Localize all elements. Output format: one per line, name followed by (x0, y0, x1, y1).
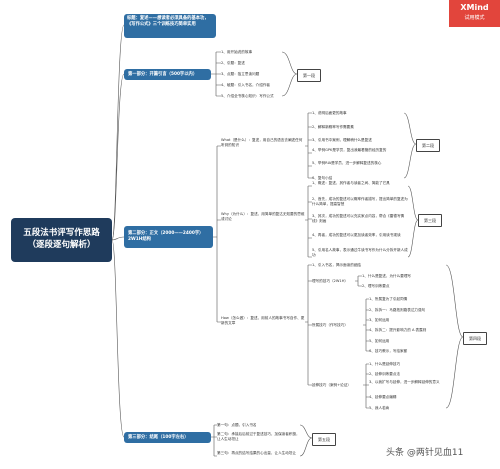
central-topic: 五段法书评写作思路（逐段逐句解析） (11, 218, 112, 262)
part3-item-1: 第一句：点题，引入书名 (217, 423, 257, 427)
central-topic-text: 五段法书评写作思路（逐段逐句解析） (23, 228, 100, 250)
what-item-5: 5、举例RIA是学员，进一步解释复述的核心 (312, 161, 382, 165)
how-group-3-item-4: 4、延伸要点编辑 (369, 395, 397, 399)
part1-node: 第一部分：开篇引言（500字以内） (124, 69, 211, 80)
how-intro: 1、引入书名，揭示面读的细结 (312, 263, 362, 267)
why-tag: 第三段 (418, 214, 442, 227)
what-tag: 第二段 (416, 139, 440, 152)
footer-credit: 头条 @两针见血11 (386, 448, 464, 458)
what-item-3: 3、引用书中案例，理解稍什么是复述 (312, 138, 372, 142)
how-group-1-item-1: 1、什么是复述，为什么要理写 (362, 274, 412, 278)
part1-item-1: 1、用开始说的故事 (221, 50, 253, 54)
how-group-2-item-4: 4、拆拆二：提升影响力的 A 表露则 (369, 328, 427, 332)
why-item-3: 3、其次，成功的复述可以充实家点内容，帮合《雷德写情线》刻画 (312, 214, 405, 223)
part1-item-2: 2、引题：复述 (221, 61, 245, 65)
how-group-2-label: 所属技巧（作写技巧） (312, 323, 348, 327)
how-group-2-item-5: 5、如何运用 (369, 339, 390, 343)
how-group-1-item-2: 2、理写训练要点 (362, 284, 390, 288)
part3-item-3: 第三句：再点的结写结果的心出量，让人生动坦让 (217, 451, 297, 455)
how-tag: 第四段 (463, 332, 487, 345)
part2-label: 第二部分：正文（2000——2400字）2W1H结构 (128, 231, 204, 242)
part1-label: 第一部分：开篇引言（500字以内） (128, 72, 198, 77)
how-group-1-label: 理写的技巧（2W1H） (312, 279, 348, 283)
why-node: Why（为什么）：复述、用简单的复达无知要的思维或讨论 (221, 212, 305, 221)
watermark-subtitle: 试用模式 (464, 15, 485, 21)
part1-item-4: 4、破题：引入书名，介绍作者 (221, 83, 271, 87)
part3-node: 第三部分：结尾（100字左右） (124, 432, 211, 443)
part3-tag: 第五段 (312, 433, 336, 446)
how-group-2-item-6: 6、技巧教示，写给家都 (369, 349, 408, 353)
how-group-2-item-1: 1、所属复为了引起同情 (369, 297, 408, 301)
why-item-1: 1、概述：复述，其作者与读者之间、简能了它具 (312, 181, 390, 185)
part1-item-5: 5、介绍全书核心知识：写作公式 (221, 94, 274, 98)
how-group-3-item-3: 3、以我扩写与延伸，进一步解释延伸的意义 (369, 380, 440, 384)
how-group-3-item-1: 1、什么是延伸技巧 (369, 362, 401, 366)
part3-item-2: 第二句：承接后后前过于复述技巧，加保读者积极，让人生动坦让 (217, 432, 300, 441)
part1-tag: 第一段 (297, 69, 321, 82)
title-node: 标题：复述——想读者必须具备的基本功，《写作公式》三个训练技巧简单实用 (124, 14, 216, 38)
why-item-5: 5、引用名人故事，表示通过牛读书写作为什么分拆开新人成功 (312, 248, 408, 257)
what-item-4: 4、举例GPK是学员，复出我最看管的经历复的 (312, 148, 387, 152)
part3-label: 第三部分：结尾（100字左右） (128, 435, 189, 440)
how-group-2-item-3: 3、如何运用 (369, 318, 390, 322)
part2-node: 第二部分：正文（2000——2400字）2W1H结构 (124, 226, 213, 248)
why-item-4: 4、再者，成功的复述可以更加读者效率，引用读书观读 (312, 233, 401, 237)
how-group-2-item-2: 2、拆拆一：马路拓则路表达力强句 (369, 308, 426, 312)
why-item-2: 2、首先，成功的复述可以概率作者描写，提出简单的复述为什么简单，提高智慧 (312, 197, 408, 206)
how-group-3-item-5: 5、我人若肯 (369, 406, 390, 410)
xmind-watermark: XMind 试用模式 (449, 0, 500, 27)
how-group-3-item-2: 2、延伸训练要点法 (369, 372, 401, 376)
part1-item-3: 3、点题：独立思读问题 (221, 72, 260, 76)
what-item-6: 6、复句小结 (312, 176, 333, 180)
watermark-brand: XMind (460, 3, 489, 12)
how-node: How（怎么做）：复述，用前人的故事书写自作、更新的文章 (221, 316, 305, 325)
title-node-text: 标题：复述——想读者必须具备的基本功，《写作公式》三个训练技巧简单实用 (127, 16, 209, 27)
what-item-1: 1、说明后面更的故事 (312, 111, 347, 115)
how-group-3-label: 延伸技巧（案例+论证） (312, 383, 351, 387)
what-node: What（是什么）：复述，用自己的语言去阐述任何听到的知识 (221, 138, 303, 147)
what-item-2: 2、解释新概率写作需要素 (312, 125, 354, 129)
